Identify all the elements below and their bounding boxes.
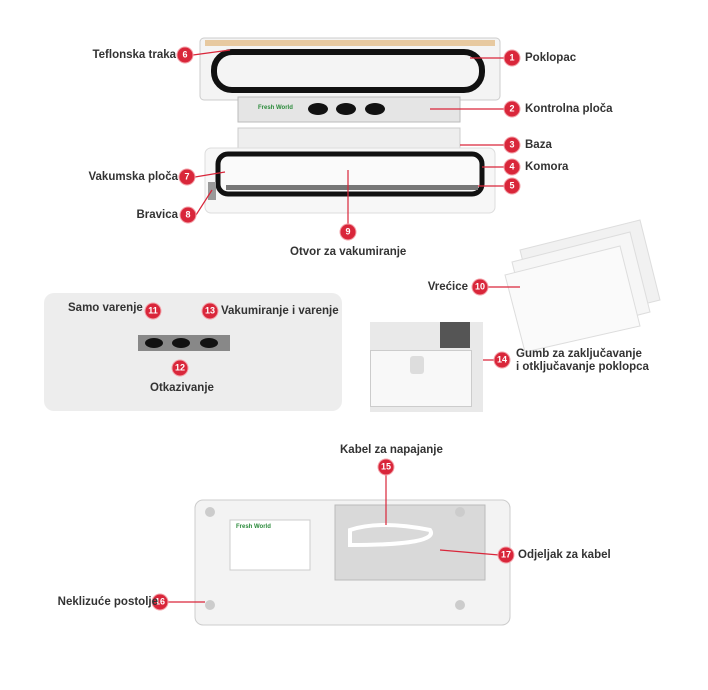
- callout-badge-4: 4: [504, 159, 520, 175]
- callout-badge-9: 9: [340, 224, 356, 240]
- label-teflon-strip: Teflonska traka: [92, 49, 176, 61]
- callout-badge-10: 10: [472, 279, 488, 295]
- lid-gasket: [211, 49, 485, 93]
- label-lock-button: Gumb za zaključavanje i otključavanje po…: [516, 348, 649, 374]
- callout-badge-15: 15: [378, 459, 394, 475]
- teflon-strip: [205, 40, 495, 46]
- rating-label: [229, 519, 311, 571]
- base-front: [237, 127, 461, 149]
- label-vacuum-plate: Vakumska ploča: [88, 171, 179, 183]
- callout-badge-5: 5: [504, 178, 520, 194]
- vacuum-sealer-bottom: [194, 499, 511, 626]
- label-chamber: Komora: [525, 161, 569, 173]
- label-vacuum-port: Otvor za vakumiranje: [290, 246, 407, 258]
- callout-badge-8: 8: [180, 207, 196, 223]
- label-lid: Poklopac: [525, 52, 577, 64]
- callout-badge-3: 3: [504, 137, 520, 153]
- chamber: [215, 151, 485, 197]
- label-base: Baza: [525, 139, 552, 151]
- vacuum-plate: [226, 185, 478, 190]
- label-vacuum-and-seal: Vakumiranje i varenje: [221, 305, 339, 317]
- callout-badge-14: 14: [494, 352, 510, 368]
- label-lock-button-line2: i otključavanje poklopca: [516, 361, 649, 373]
- brand-logo-bottom: Fresh World: [236, 524, 271, 530]
- label-control-panel: Kontrolna ploča: [525, 103, 613, 115]
- callout-badge-1: 1: [504, 50, 520, 66]
- callout-badge-12: 12: [172, 360, 188, 376]
- label-cancel: Otkazivanje: [150, 382, 214, 394]
- callout-badge-11: 11: [145, 303, 161, 319]
- lock-button-detail: [370, 322, 483, 412]
- button-panel-detail: [44, 293, 342, 411]
- label-latch: Bravica: [136, 209, 178, 221]
- label-bags: Vrećice: [427, 281, 468, 293]
- callout-badge-16: 16: [152, 594, 168, 610]
- vacuum-sealer-top: [199, 37, 501, 214]
- label-power-cable: Kabel za napajanje: [340, 444, 443, 456]
- callout-badge-7: 7: [179, 169, 195, 185]
- callout-badge-17: 17: [498, 547, 514, 563]
- callout-badge-13: 13: [202, 303, 218, 319]
- callout-badge-2: 2: [504, 101, 520, 117]
- brand-logo: Fresh World: [258, 105, 293, 111]
- callout-badge-6: 6: [177, 47, 193, 63]
- label-nonslip-feet: Neklizuće postolje: [57, 596, 158, 608]
- bags-image: [504, 219, 661, 353]
- label-cable-compartment: Odjeljak za kabel: [518, 549, 611, 561]
- label-seal-only: Samo varenje: [68, 302, 143, 314]
- label-lock-button-line1: Gumb za zaključavanje: [516, 348, 642, 360]
